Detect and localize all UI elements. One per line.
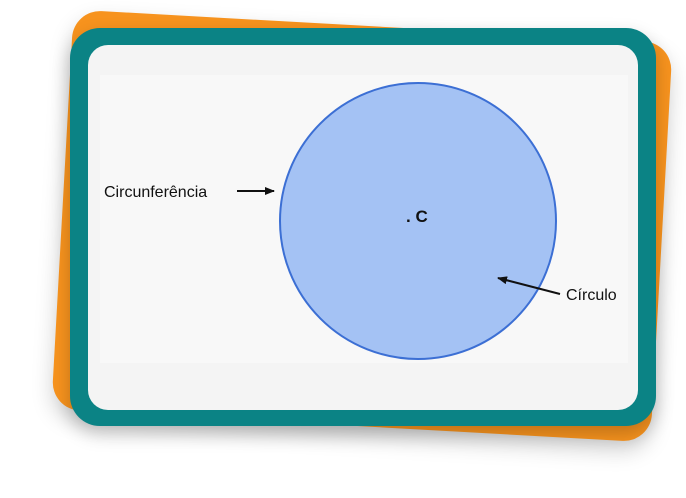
content-panel: Circunferência . C Círculo [88,45,638,410]
circle-shape [279,82,557,360]
circle-diagram-area: Circunferência . C Círculo [100,75,628,363]
circle-diagram: Circunferência . C Círculo [104,82,617,360]
circulo-arrow [497,276,561,295]
teal-frame-card: Circunferência . C Círculo [70,28,656,426]
circunferencia-label: Circunferência [104,184,207,201]
circulo-label: Círculo [566,287,617,304]
center-label: . C [406,207,428,226]
